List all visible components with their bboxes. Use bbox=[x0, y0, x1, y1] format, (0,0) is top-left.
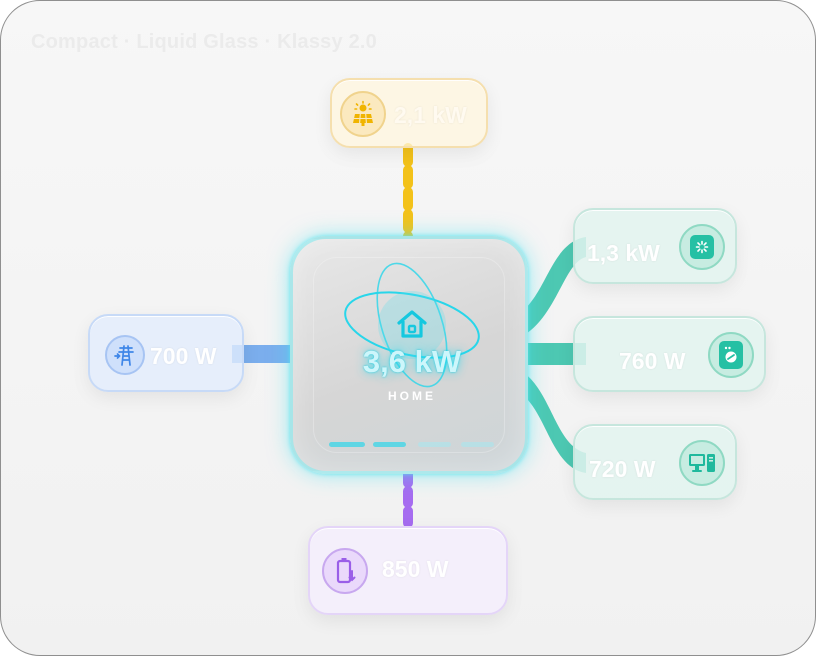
battery-card[interactable]: 850 W bbox=[308, 526, 508, 615]
transmission-tower-icon bbox=[105, 335, 145, 375]
home-icon bbox=[397, 310, 427, 338]
solar-panel-icon bbox=[340, 91, 386, 137]
desktop-computer-icon bbox=[679, 440, 725, 486]
grid-card[interactable]: 700 W bbox=[88, 314, 244, 392]
grid-value: 700 W bbox=[150, 343, 217, 369]
home-hub-inner bbox=[313, 257, 505, 453]
home-value: 3,6 kW bbox=[362, 344, 462, 379]
air-conditioner-icon bbox=[679, 224, 725, 270]
solar-card[interactable]: 2,1 kW bbox=[330, 78, 488, 148]
device-card-ac[interactable]: 1,3 kW bbox=[573, 208, 737, 284]
device-value: 1,3 kW bbox=[587, 240, 660, 266]
battery-value: 850 W bbox=[382, 556, 449, 582]
home-level-bar-2 bbox=[373, 442, 406, 447]
home-level-bar-4 bbox=[461, 442, 494, 447]
washing-machine-icon bbox=[708, 332, 754, 378]
home-level-bar-1 bbox=[329, 442, 365, 447]
device-value: 720 W bbox=[589, 456, 656, 482]
device-value: 760 W bbox=[619, 348, 686, 374]
device-card-pc[interactable]: 720 W bbox=[573, 424, 737, 500]
home-hub[interactable]: 3,6 kW HOME bbox=[290, 236, 528, 474]
home-label: HOME bbox=[388, 389, 436, 403]
home-level-bar-3 bbox=[418, 442, 451, 447]
battery-charging-icon bbox=[322, 548, 368, 594]
page-title: Compact · Liquid Glass · Klassy 2.0 bbox=[31, 31, 377, 53]
solar-value: 2,1 kW bbox=[394, 102, 467, 128]
device-card-wash[interactable]: 760 W bbox=[573, 316, 766, 392]
